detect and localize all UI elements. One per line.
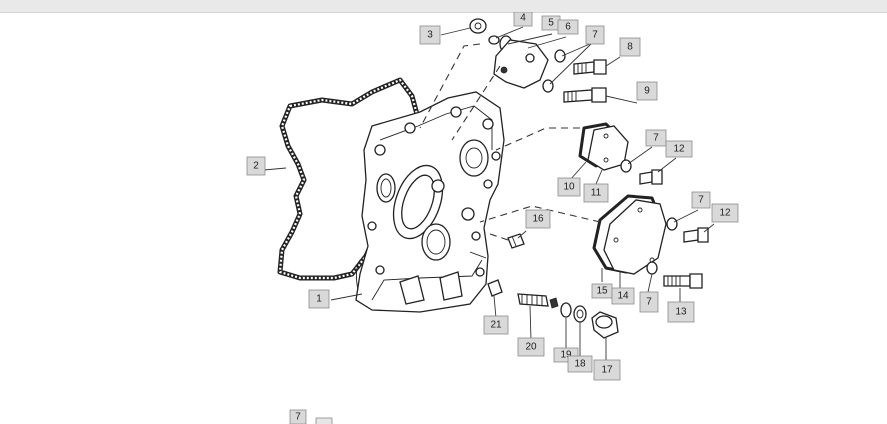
bolt-part-12-upper: [639, 169, 663, 185]
svg-text:9: 9: [644, 86, 650, 97]
callout-15[interactable]: 15: [591, 283, 613, 299]
svg-text:6: 6: [565, 22, 571, 33]
bolt-part-8: [573, 59, 607, 75]
svg-text:13: 13: [675, 307, 687, 318]
bolt-part-12-right: [683, 227, 709, 243]
callout-20[interactable]: 20: [517, 337, 545, 357]
svg-text:16: 16: [532, 214, 544, 225]
callout-14[interactable]: 14: [611, 287, 635, 305]
bolt-part-13: [663, 273, 703, 289]
callout-16[interactable]: 16: [525, 209, 551, 229]
svg-text:11: 11: [591, 188, 602, 199]
callout-13[interactable]: 13: [667, 301, 695, 323]
washer-part-7-mid: [620, 159, 632, 173]
timing-cover-housing: [355, 91, 505, 313]
svg-text:17: 17: [601, 365, 613, 376]
callout-7-bottom[interactable]: 7: [289, 409, 307, 424]
svg-text:3: 3: [427, 30, 433, 41]
front-cover-gasket: [277, 77, 421, 281]
svg-text:14: 14: [617, 291, 629, 302]
callout-8[interactable]: 8: [619, 37, 641, 57]
ring-part-18: [573, 305, 587, 323]
plug-part-16: [507, 233, 525, 249]
svg-text:19: 19: [560, 350, 572, 361]
viewer-top-bar: [0, 0, 887, 13]
svg-text:15: 15: [596, 286, 608, 297]
callout-17[interactable]: 17: [593, 359, 621, 381]
svg-text:7: 7: [646, 297, 652, 308]
svg-text:20: 20: [525, 342, 537, 353]
callout-21[interactable]: 21: [483, 315, 509, 335]
callout-12-upper[interactable]: 12: [665, 140, 693, 158]
svg-text:5: 5: [548, 18, 554, 29]
callout-7-right[interactable]: 7: [691, 191, 711, 209]
callout-9[interactable]: 9: [636, 81, 658, 101]
callout-5[interactable]: 5: [541, 15, 561, 31]
svg-text:2: 2: [253, 161, 259, 172]
nut-part-3: [469, 18, 487, 34]
callout-7-mid[interactable]: 7: [645, 129, 667, 147]
cover-part-14: [603, 199, 667, 275]
svg-text:8: 8: [627, 42, 633, 53]
callout-18[interactable]: 18: [567, 355, 593, 373]
exploded-diagram-canvas: 1 2 3 4 5 6 7 8 9 7 12 10: [0, 12, 887, 424]
assembly-dashed-lines: [419, 43, 601, 241]
plug-part-17: [591, 311, 619, 339]
valve-spring-part-20: [517, 293, 559, 309]
svg-text:7: 7: [295, 412, 301, 423]
svg-text:10: 10: [563, 182, 575, 193]
callout-2[interactable]: 2: [246, 156, 266, 176]
callout-6[interactable]: 6: [557, 19, 579, 35]
callout-1[interactable]: 1: [308, 289, 330, 309]
svg-text:4: 4: [520, 13, 526, 24]
callout-7-lower[interactable]: 7: [639, 291, 659, 313]
callout-leader-lines: [263, 26, 715, 364]
callout-3[interactable]: 3: [419, 25, 441, 45]
svg-text:21: 21: [490, 320, 502, 331]
svg-text:12: 12: [719, 208, 731, 219]
washer-part-7-top: [542, 49, 566, 93]
adapter-part-21: [487, 279, 503, 297]
partial-callout-bottom: [315, 417, 333, 424]
washer-part-19: [560, 302, 572, 318]
callout-4[interactable]: 4: [513, 12, 533, 27]
callout-7-top[interactable]: 7: [585, 25, 605, 45]
svg-text:7: 7: [698, 195, 704, 206]
svg-text:12: 12: [673, 144, 685, 155]
svg-text:7: 7: [653, 133, 659, 144]
callout-10[interactable]: 10: [557, 177, 581, 197]
svg-text:1: 1: [316, 294, 322, 305]
bolt-part-9: [563, 87, 607, 103]
svg-text:7: 7: [592, 30, 598, 41]
exploded-parts-diagram: 1 2 3 4 5 6 7 8 9 7 12 10: [246, 12, 739, 424]
svg-text:18: 18: [574, 359, 586, 370]
callout-12-right[interactable]: 12: [711, 203, 739, 223]
callout-11[interactable]: 11: [583, 183, 609, 203]
